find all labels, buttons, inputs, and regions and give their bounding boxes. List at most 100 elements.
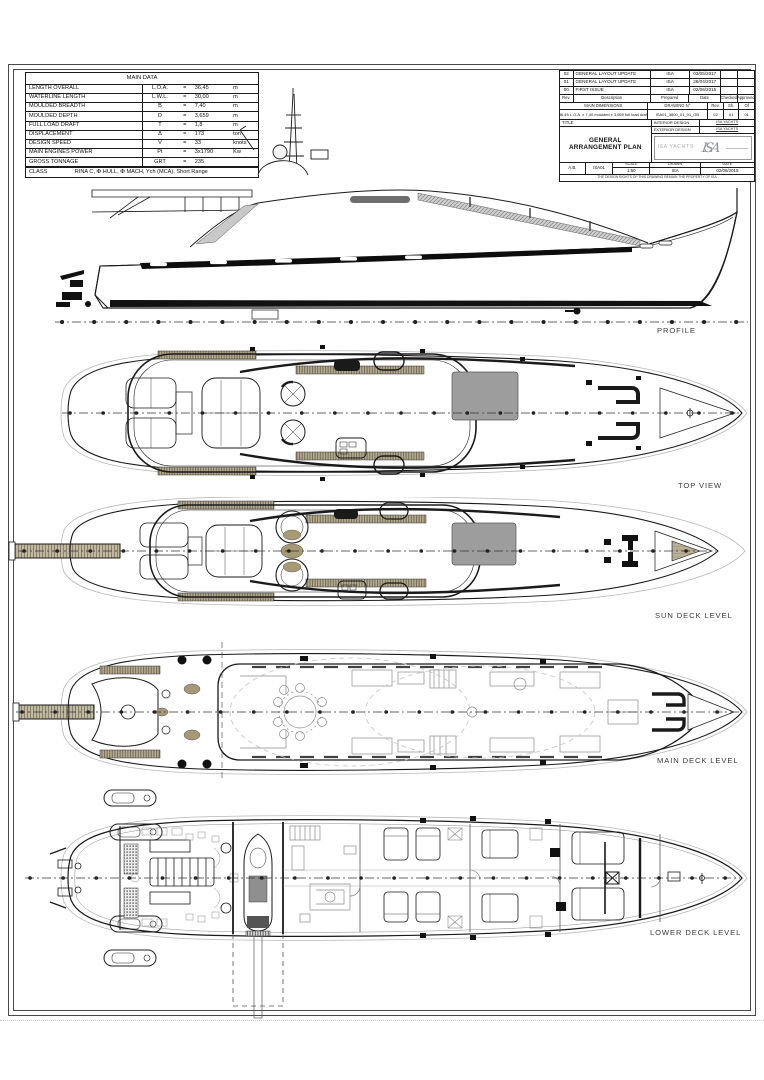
spec-unit: m — [233, 121, 238, 128]
sheet-border-inner — [13, 69, 751, 1011]
title-label: TITLE — [560, 120, 651, 127]
mast — [239, 88, 329, 176]
header-prepared: Prepared — [651, 95, 690, 102]
spec-symbol: Δ — [142, 130, 177, 139]
spec-unit: ton — [233, 131, 241, 138]
spec-label: GROSS TONNAGE — [29, 158, 79, 165]
spec-label: LENGTH OVERALL — [29, 85, 80, 92]
scale-value: 1:50 — [627, 167, 636, 173]
drawing-sheet-label: Sh. — [724, 103, 740, 109]
header-description: Description — [574, 95, 651, 102]
drawing-number: ISA01_3800_01_01_GB — [648, 110, 709, 119]
table-row: MAIN ENGINES POWER Pt = 3x1790 Kw — [26, 149, 258, 159]
spec-value: 3,659 — [194, 112, 209, 119]
header-approved: Approved — [737, 95, 754, 101]
spec-unit: Kw — [233, 149, 241, 156]
salon-outline — [217, 663, 707, 761]
equals: = — [183, 112, 187, 119]
spec-symbol: L.O.A. — [142, 84, 177, 93]
drawing-title: GENERAL ARRANGEMENT PLAN — [568, 137, 642, 151]
header-checked: Checked — [720, 95, 738, 102]
rev-prepared: ISA — [651, 87, 690, 94]
main-deck-label: MAIN DECK LEVEL — [657, 756, 739, 765]
rev-prepared: ISA — [651, 71, 690, 78]
exterior-design-row: EXTERIOR DESIGN ISA YACHTS — [651, 127, 754, 134]
sheet-border-outer — [8, 64, 756, 1016]
profile-label: PROFILE — [657, 326, 696, 335]
spec-label: MOULDED DEPTH — [29, 112, 78, 119]
interior-design-row: INTERIOR DESIGN ISA YACHTS — [651, 120, 754, 127]
bow-seating — [652, 692, 686, 732]
spec-value: 235 — [194, 158, 205, 165]
salon-furniture — [240, 669, 639, 755]
drawing-sheet: 01 — [724, 110, 740, 119]
spec-value: 173 — [194, 131, 205, 138]
spec-label: MOULDED BREADTH — [29, 103, 86, 110]
equals: = — [183, 94, 187, 101]
spec-value: 33 — [194, 140, 201, 147]
spec-label: MAIN ENGINES POWER — [29, 149, 93, 156]
spec-label: DISPLACEMENT — [29, 131, 73, 138]
logo-divider — [726, 147, 748, 149]
page-edge-shadow — [0, 1020, 764, 1021]
deck-hatch-gray — [451, 371, 519, 421]
spec-symbol: GRT — [142, 158, 177, 167]
drawn-label: DRAWN — [650, 162, 700, 168]
drawing-rev-label: Rev. — [708, 103, 724, 109]
spec-symbol: Pt — [142, 149, 177, 158]
drawing-number-label: DRAWING N° — [648, 103, 709, 109]
date-value: 02/06/2015 — [716, 167, 739, 173]
drawing-of-label: Of — [744, 103, 749, 108]
spec-label: DESIGN SPEED — [29, 140, 71, 147]
header-rev: Rev. — [560, 95, 574, 102]
equals: = — [183, 149, 187, 156]
class-label: CLASS — [29, 169, 48, 176]
spec-symbol: B — [142, 103, 177, 112]
spec-value: 30,00 — [194, 94, 209, 101]
top-view-label: TOP VIEW — [678, 481, 723, 490]
rev-checked — [721, 87, 738, 94]
equals: = — [183, 85, 187, 92]
interior-design-value: ISA YACHTS — [716, 120, 739, 125]
revision-row: 02 GENERAL LAYOUT UPDATE ISA 03/05/2017 — [560, 71, 754, 79]
aft-deck — [91, 655, 212, 769]
spec-value: 3x1790 — [194, 149, 214, 156]
main-dimensions-value: 36,45 L.O.A. x 7,40 moulded x 3,659 full… — [560, 110, 648, 119]
helm-console — [335, 437, 367, 459]
equals: = — [183, 103, 187, 110]
rev-checked — [721, 71, 738, 78]
equals: = — [183, 131, 187, 138]
engine-room — [119, 826, 239, 930]
isa-yachts-wordmark: ISA YACHTS — [657, 144, 694, 151]
cleats — [420, 816, 551, 940]
dimensions-value-row: 36,45 L.O.A. x 7,40 moulded x 3,659 full… — [560, 110, 754, 120]
rev-date: 28/04/2017 — [690, 79, 721, 86]
drawing-rev: 02 — [708, 110, 724, 119]
revision-row: 01 GENERAL LAYOUT UPDATE ISA 28/04/2017 — [560, 79, 754, 87]
scale-label: SCALE — [613, 162, 650, 168]
spec-unit: knots — [233, 140, 247, 147]
rev-number: 02 — [560, 71, 574, 78]
interior-design-label: INTERIOR DESIGN — [652, 120, 701, 126]
spec-unit: m — [233, 112, 238, 119]
rev-approved — [738, 71, 754, 78]
spec-unit: m — [233, 85, 238, 92]
cleats — [300, 654, 546, 770]
spec-symbol: V — [142, 139, 177, 149]
spec-label: WATERLINE LENGTH — [29, 94, 86, 101]
top-view-drawing — [60, 345, 748, 481]
rev-checked — [721, 79, 738, 86]
spec-unit: m — [233, 94, 238, 101]
revision-row: 00 FIRST ISSUE ISA 02/06/2015 — [560, 87, 754, 95]
stern-machinery — [49, 847, 82, 909]
drawn-value: ISA — [671, 167, 679, 173]
jet-ski — [103, 789, 157, 807]
main-dimensions-label: MAIN DIMENSIONS — [560, 103, 648, 109]
crew-area — [289, 824, 361, 932]
footer-initials: A.B. — [568, 165, 577, 171]
equals: = — [183, 140, 187, 147]
spec-symbol: D — [142, 112, 177, 121]
spec-value: 36,45 — [194, 85, 209, 92]
header-date: Date — [689, 95, 721, 102]
